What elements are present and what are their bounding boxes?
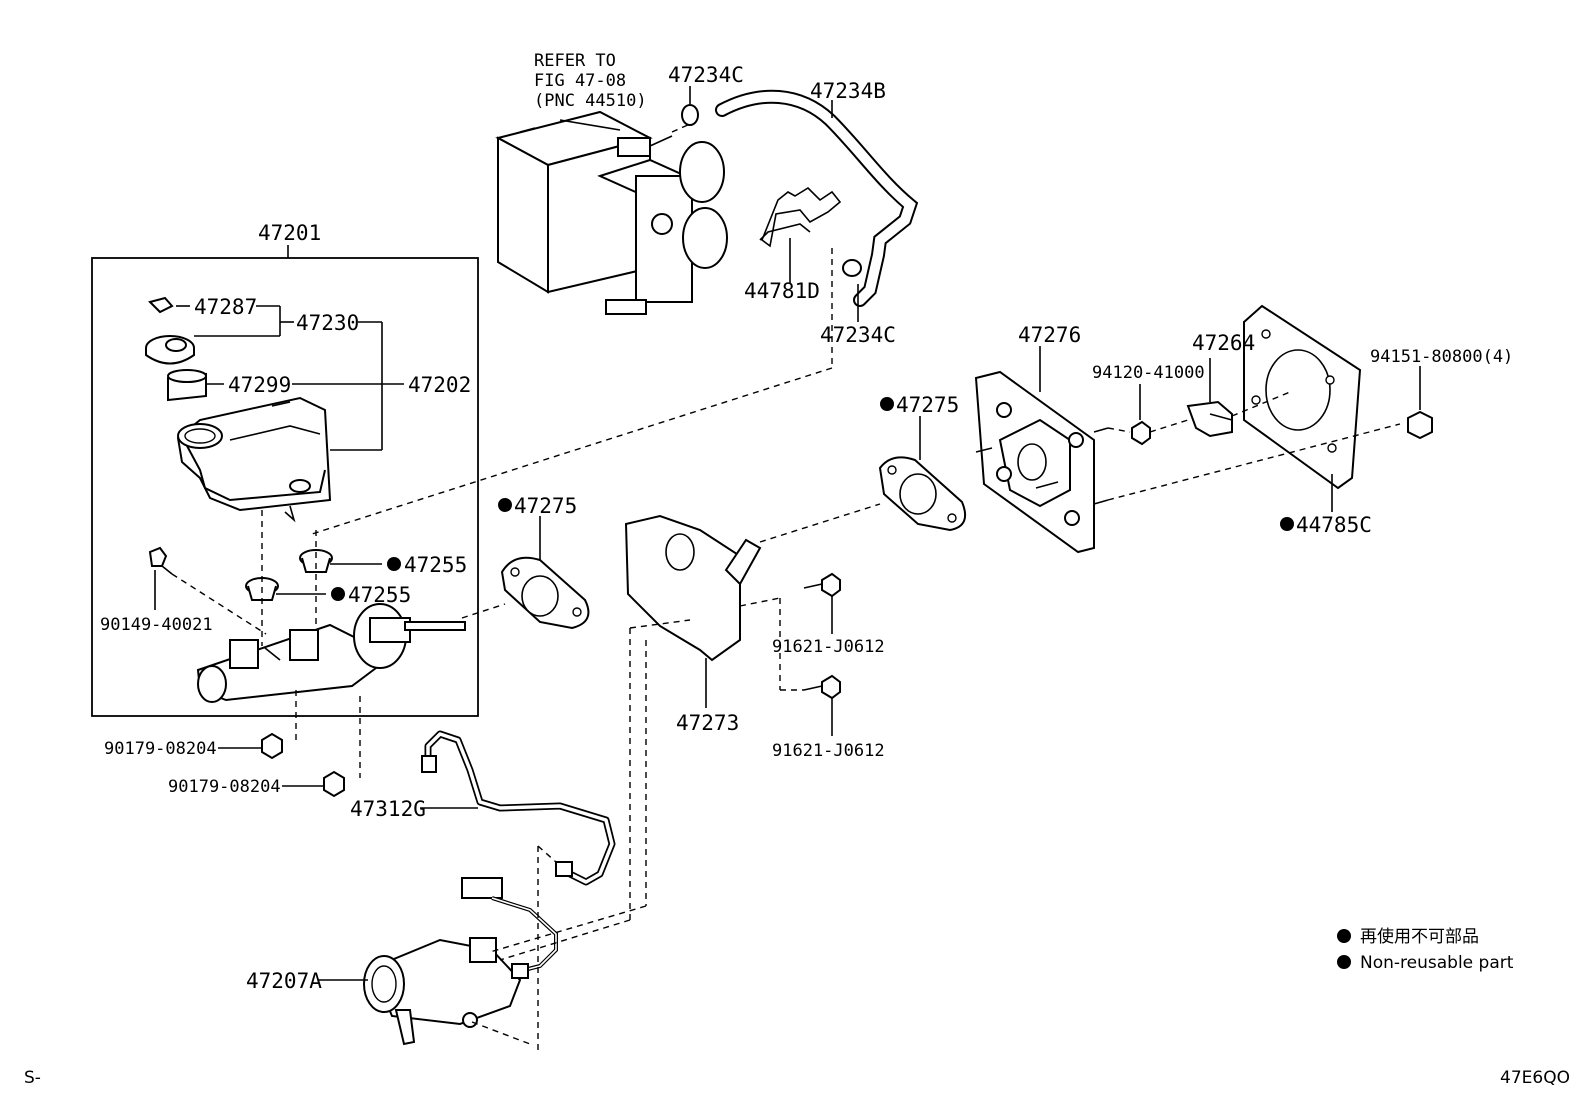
label-47273[interactable]: 47273 <box>676 711 739 735</box>
abs-actuator-drawing <box>495 110 728 315</box>
label-47275-left[interactable]: 47275 <box>514 494 577 518</box>
legend-japanese-text: 再使用不可部品 <box>1360 926 1479 947</box>
reference-note-line3: (PNC 44510) <box>534 91 647 111</box>
legend-english-text: Non-reusable part <box>1360 953 1514 973</box>
reference-note-line2: FIG 47-08 <box>534 71 626 91</box>
bracket-47273-drawing <box>624 514 762 662</box>
label-47255-upper[interactable]: 47255 <box>404 553 467 577</box>
label-90179-08204-lower[interactable]: 90179-08204 <box>168 777 281 797</box>
label-44785c[interactable]: 44785C <box>1296 513 1372 537</box>
corner-right-code: 47E6QO <box>1500 1068 1570 1088</box>
dashed-alignment-lines <box>171 248 1401 1050</box>
screw-90149-drawing <box>148 546 173 610</box>
label-47230[interactable]: 47230 <box>296 311 359 335</box>
master-cylinder-drawing <box>196 603 466 703</box>
label-44781d[interactable]: 44781D <box>744 279 820 303</box>
grommets-47255-drawing <box>245 549 333 601</box>
label-47207a[interactable]: 47207A <box>246 969 322 993</box>
label-47255-lower[interactable]: 47255 <box>348 583 411 607</box>
hose-47234b-drawing <box>671 89 919 307</box>
label-90149-40021[interactable]: 90149-40021 <box>100 615 213 635</box>
label-47312g[interactable]: 47312G <box>350 797 426 821</box>
gasket-47275-right-drawing <box>878 456 966 532</box>
label-47234b[interactable]: 47234B <box>810 79 886 103</box>
nuts-90179-drawing <box>261 732 345 798</box>
label-47276[interactable]: 47276 <box>1018 323 1081 347</box>
leader-lines <box>176 86 1333 981</box>
clip-44781d-drawing <box>759 186 842 283</box>
label-47234c-top[interactable]: 47234C <box>668 63 744 87</box>
label-47202[interactable]: 47202 <box>408 373 471 397</box>
clevis-47264-drawing <box>1186 358 1233 438</box>
reference-note-line1: REFER TO <box>534 51 616 71</box>
label-47234c-mid[interactable]: 47234C <box>820 323 896 347</box>
legend-marker-jp <box>1337 929 1351 943</box>
nut-94120-drawing <box>1131 420 1151 446</box>
label-47287[interactable]: 47287 <box>194 295 257 319</box>
label-91621-j0612-lower[interactable]: 91621-J0612 <box>772 741 885 761</box>
plate-47276-drawing <box>974 370 1109 554</box>
reservoir-drawing <box>145 296 332 523</box>
label-94120-41000[interactable]: 94120-41000 <box>1092 363 1205 383</box>
corner-left-code: S- <box>24 1068 41 1088</box>
bolts-91621-drawing <box>803 572 841 700</box>
label-47201[interactable]: 47201 <box>258 221 321 245</box>
gasket-47275-left-drawing <box>500 556 590 630</box>
assembly-47201-frame <box>91 257 479 717</box>
non-reusable-markers <box>331 397 1294 601</box>
legend: 再使用不可部品 Non-reusable part <box>1337 926 1514 973</box>
label-91621-j0612-upper[interactable]: 91621-J0612 <box>772 637 885 657</box>
label-47264[interactable]: 47264 <box>1192 331 1255 355</box>
switch-47207a-drawing <box>363 877 558 1046</box>
label-90179-08204-upper[interactable]: 90179-08204 <box>104 739 217 759</box>
nut-94151-drawing <box>1407 410 1433 440</box>
legend-marker-en <box>1337 955 1351 969</box>
gasket-44785c-drawing <box>1243 304 1362 490</box>
label-94151-80800[interactable]: 94151-80800(4) <box>1370 347 1513 367</box>
label-47299[interactable]: 47299 <box>228 373 291 397</box>
label-47275-right[interactable]: 47275 <box>896 393 959 417</box>
tube-47312g-drawing <box>421 730 616 886</box>
